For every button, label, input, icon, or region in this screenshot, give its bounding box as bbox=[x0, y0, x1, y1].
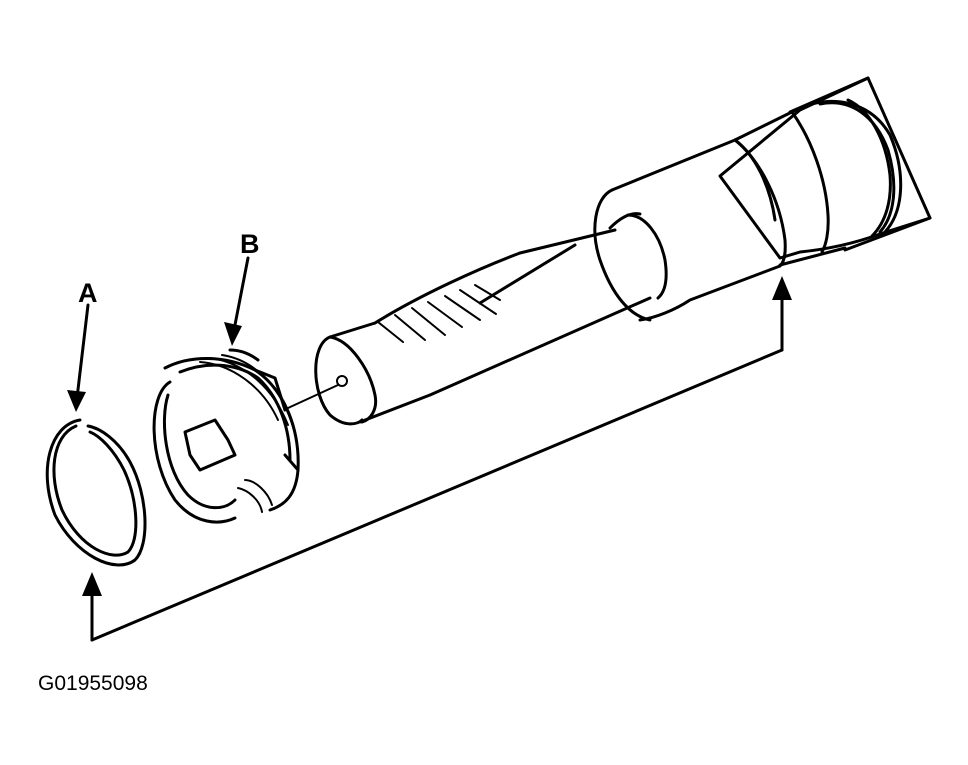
housing-tube bbox=[718, 76, 932, 268]
arrow-a bbox=[67, 303, 90, 412]
arrow-b bbox=[224, 256, 250, 346]
snap-ring bbox=[45, 418, 147, 567]
threaded-nut bbox=[152, 348, 300, 524]
label-a: A bbox=[78, 278, 98, 308]
collar bbox=[593, 138, 782, 322]
splined-shaft bbox=[287, 228, 652, 426]
figure-id: G01955098 bbox=[38, 672, 148, 695]
installation-leader bbox=[82, 276, 792, 642]
label-b: B bbox=[240, 229, 260, 259]
